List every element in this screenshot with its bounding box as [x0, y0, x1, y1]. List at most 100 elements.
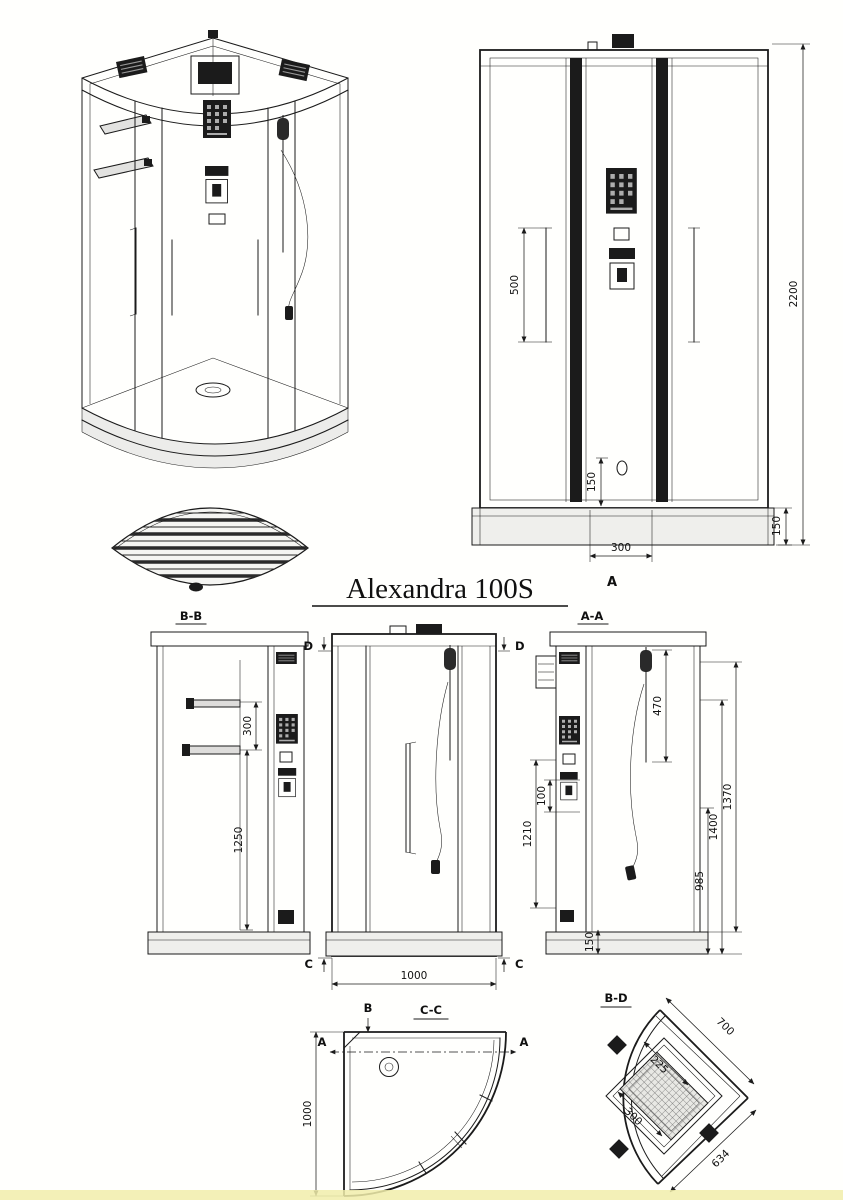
roof-light: [609, 1139, 629, 1159]
centre-front-view: D D C C 1000: [303, 624, 525, 990]
dim-label-700: 700: [714, 1016, 737, 1039]
hand-shower: [431, 644, 457, 874]
dim-label-1250: 1250: [233, 827, 245, 854]
control-keypad: [559, 716, 580, 745]
dim-label-500: 500: [509, 275, 521, 295]
dim-1370: 1370: [700, 661, 742, 933]
dim-roof-700: 700: [665, 997, 755, 1085]
dim-label-1000-width: 1000: [401, 970, 428, 982]
diverter-knob: [279, 751, 293, 763]
dim-label-300-shelves: 300: [242, 716, 254, 736]
mixer-unit: [204, 165, 229, 204]
dim-cabin-depth: 1000: [302, 1031, 344, 1197]
lower-jet: [278, 910, 294, 924]
section-aa-view: A-A 470 100 1210: [522, 609, 742, 955]
foot-massage-jet: [616, 460, 628, 476]
dim-label-1370: 1370: [722, 784, 734, 811]
dim-label-1210: 1210: [522, 821, 534, 848]
dim-985: 985: [694, 807, 714, 955]
hand-shower: [276, 114, 309, 320]
dim-label-1000-depth: 1000: [302, 1101, 314, 1128]
top-vent: [208, 30, 218, 38]
dim-towel-bar: 500: [509, 227, 540, 343]
dim-label-150: 150: [586, 472, 598, 492]
section-marker-d-left: D: [303, 637, 332, 653]
mixer-unit: [559, 771, 579, 801]
door-frame-right: [656, 58, 668, 502]
panel-vent: [275, 651, 298, 665]
svg-text:D: D: [303, 639, 313, 653]
dim-panel-height: 1250: [233, 749, 253, 931]
dim-150-base: 150: [584, 929, 601, 955]
control-keypad: [203, 100, 231, 138]
section-marker-c-left: C: [305, 957, 332, 972]
door-frame-left: [570, 58, 582, 502]
dim-bracket-height: 470: [652, 649, 672, 763]
dim-label-100: 100: [536, 786, 548, 806]
drain-plan: [379, 1057, 399, 1077]
roof-speaker: [607, 1035, 627, 1055]
corner-shelves: [93, 114, 154, 179]
view-label-cc: C-C: [420, 1003, 442, 1017]
view-label-aa: A-A: [581, 609, 604, 623]
page-title: Alexandra 100S: [346, 573, 534, 605]
corner-shelves-section: [182, 698, 241, 756]
dim-fixture-offset: 100: [536, 779, 580, 813]
panel-vent: [558, 651, 581, 665]
scan-artifact: [0, 1190, 843, 1200]
section-marker-d-right: D: [498, 637, 525, 653]
section-marker-c-right: C: [498, 957, 523, 972]
view-label-bd: B-D: [604, 991, 627, 1005]
section-bb-view: B-B 300 1250: [147, 609, 311, 955]
tray-drain: [189, 582, 203, 592]
diverter-knob: [613, 227, 630, 241]
dim-total-height: 2200: [772, 43, 810, 546]
hand-shower: [625, 646, 653, 881]
dim-1210: 1210: [522, 759, 556, 909]
plan-view-cc: B C-C A A 1000: [302, 1001, 529, 1197]
dim-cabin-width: 1000: [331, 958, 497, 990]
tray-front: [471, 507, 775, 546]
svg-text:A: A: [318, 1035, 327, 1049]
roof-speaker: [699, 1123, 719, 1143]
control-keypad: [276, 714, 298, 744]
roof-plan-bd: B-D 700 634 225 300: [600, 991, 757, 1193]
diverter-knob: [208, 213, 226, 225]
door-handle-bar: [405, 741, 417, 855]
dim-column-width: 300: [589, 510, 653, 562]
dim-label-150-tray: 150: [771, 516, 783, 536]
mixer-unit: [277, 767, 297, 798]
roof-speaker-right: [278, 58, 311, 82]
dim-label-150: 150: [584, 932, 596, 952]
drain: [195, 382, 231, 398]
towel-bar-left: [540, 227, 552, 343]
mixer-unit: [608, 247, 636, 290]
dim-label-1400: 1400: [708, 814, 720, 841]
dim-shelf-spacing: 300: [240, 701, 262, 751]
door-handles: [171, 239, 259, 316]
dim-door-gap: 150: [586, 457, 608, 507]
roof-fitting-small: [587, 41, 598, 51]
view-label-bb: B-B: [180, 609, 202, 623]
section-marker-b: B: [364, 1001, 373, 1033]
dim-label-300: 300: [611, 542, 631, 554]
dim-tray-height: 150: [770, 507, 792, 546]
drawing-title: Alexandra 100S: [312, 573, 568, 607]
lower-jet: [560, 910, 574, 922]
svg-text:D: D: [515, 639, 525, 653]
roof-fitting-dark: [416, 624, 442, 634]
shower-tray-isometric: [111, 507, 309, 592]
svg-text:B: B: [364, 1001, 373, 1015]
roof-fitting-dark: [612, 34, 634, 48]
dim-label-470: 470: [652, 696, 664, 716]
svg-text:A: A: [520, 1035, 529, 1049]
section-line-aa: A A: [318, 1035, 529, 1055]
svg-text:C: C: [305, 957, 313, 971]
towel-bar-right: [688, 227, 700, 343]
section-marker-a-front: A: [607, 575, 617, 590]
connection-box: [535, 655, 557, 689]
dim-label-2200: 2200: [788, 281, 800, 308]
roof-fitting-small: [389, 625, 407, 635]
top-shower-unit: [190, 55, 240, 95]
